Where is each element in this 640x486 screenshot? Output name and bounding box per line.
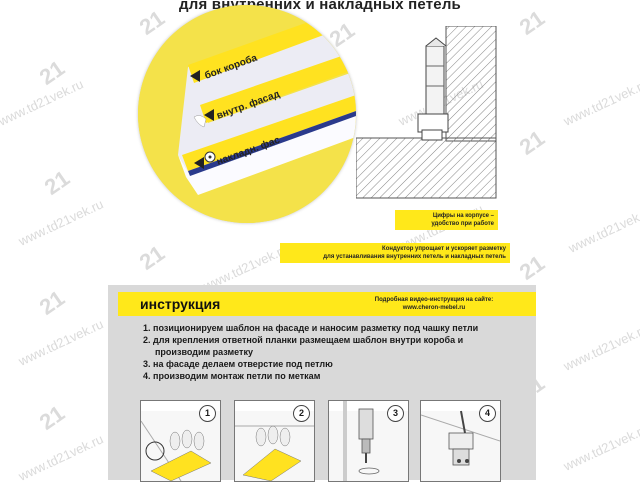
step-4: 4. производим монтаж петли по меткам: [143, 370, 478, 382]
instruction-steps: 1. позиционируем шаблон на фасаде и нано…: [143, 322, 478, 382]
step-text: производим монтаж петли по меткам: [153, 371, 321, 381]
watermark-text: www.td21vek.ru: [16, 431, 106, 484]
step-1: 1. позиционируем шаблон на фасаде и нано…: [143, 322, 478, 334]
watermark-logo: 21: [34, 285, 70, 320]
hinge-section-diagram: [356, 26, 497, 199]
step-1-illustration: [140, 411, 220, 482]
step-2-illustration: [235, 411, 314, 482]
step-text: на фасаде делаем отверстие под петлю: [153, 359, 333, 369]
watermark-logo: 21: [34, 400, 70, 435]
step-badge-4: 4: [479, 405, 496, 422]
step-badge-1: 1: [199, 405, 216, 422]
watermark-logo: 21: [514, 125, 550, 160]
template-closeup: бок короба внутр. фасад накладн. фас: [138, 5, 356, 223]
step-panel-4: 4: [420, 400, 501, 482]
watermark-logo: 21: [34, 55, 70, 90]
step-3: 3. на фасаде делаем отверстие под петлю: [143, 358, 478, 370]
callout-conductor-line1: Кондуктор упрощает и ускоряет разметку: [382, 246, 506, 252]
instruction-title: инструкция: [140, 296, 221, 312]
step-4-illustration: [420, 410, 501, 481]
watermark-logo: 21: [514, 250, 550, 285]
watermark-text: www.td21vek.ru: [0, 76, 86, 129]
watermark-text: www.td21vek.ru: [16, 196, 106, 249]
step-panel-3: 3: [328, 400, 409, 482]
callout-digits: Цифры на корпусе – удобство при работе: [395, 210, 498, 230]
video-instruction-link[interactable]: www.cheron-mebel.ru: [402, 305, 466, 311]
callout-digits-line1: Цифры на корпусе –: [432, 213, 494, 219]
step-number: 1.: [143, 323, 151, 333]
step-panel-2: 2: [234, 400, 315, 482]
step-text: позиционируем шаблон на фасаде и наносим…: [153, 323, 479, 333]
callout-digits-line2: удобство при работе: [431, 221, 494, 227]
step-2-continuation: производим разметку: [155, 347, 253, 357]
callout-conductor: Кондуктор упрощает и ускоряет разметку д…: [280, 243, 510, 263]
watermark-text: www.td21vek.ru: [561, 421, 640, 474]
zoom-circle: бок короба внутр. фасад накладн. фас: [138, 5, 356, 223]
video-instruction-text: Подробная видео-инструкция на сайте:: [374, 297, 494, 303]
step-number: 4.: [143, 371, 151, 381]
step-panel-1: 1: [140, 400, 221, 482]
watermark-text: www.td21vek.ru: [561, 321, 640, 374]
watermark-logo: 21: [39, 165, 75, 200]
watermark-text: www.td21vek.ru: [16, 316, 106, 369]
step-text: для крепления ответной планки размещаем …: [153, 335, 464, 345]
watermark-logo: 21: [134, 240, 170, 275]
step-number: 3.: [143, 359, 151, 369]
step-badge-3: 3: [387, 405, 404, 422]
instruction-banner: [118, 292, 536, 316]
watermark-text: www.td21vek.ru: [566, 203, 640, 256]
step-number: 2.: [143, 335, 151, 345]
callout-conductor-line2: для устанавливания внутренних петель и н…: [323, 254, 506, 260]
video-instruction-note: Подробная видео-инструкция на сайте: www…: [350, 296, 518, 312]
step-2: 2. для крепления ответной планки размеща…: [143, 334, 478, 346]
watermark-text: www.td21vek.ru: [561, 76, 640, 129]
step-3-illustration: [329, 401, 408, 481]
step-badge-2: 2: [293, 405, 310, 422]
